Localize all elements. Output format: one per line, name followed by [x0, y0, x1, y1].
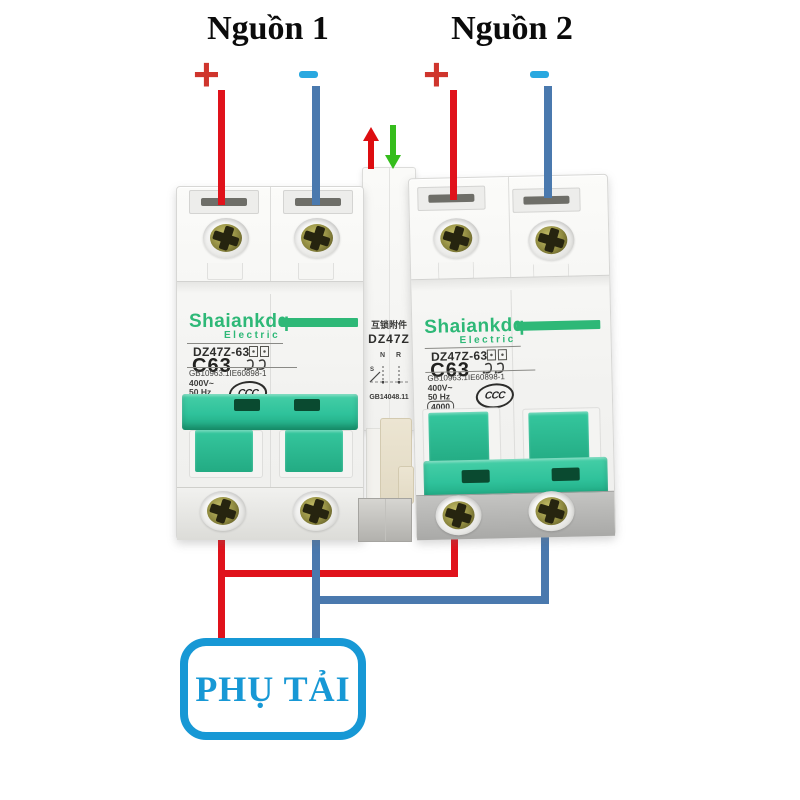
handle-slot: [461, 469, 490, 484]
terminal-screw-icon: [200, 491, 246, 531]
divider: [187, 367, 297, 368]
pole-seam: [270, 187, 271, 539]
breaker-right: Shaiankdq Electric DZ47Z-63 C63 GB10963.…: [407, 173, 617, 541]
toggle-stem: [195, 430, 253, 472]
wire-load-negative: [312, 533, 320, 645]
wire-breaker2-negative-down: [541, 528, 549, 604]
brand-subtext: Electric: [459, 333, 516, 347]
model-text: DZ47Z-63: [193, 345, 250, 359]
din-rail-stub: [358, 498, 412, 542]
plus-sign: +: [423, 48, 450, 100]
case-seam: [177, 281, 363, 294]
wire-source2-positive: [450, 90, 457, 200]
minus-sign: -: [530, 71, 549, 78]
wire-load-positive: [218, 533, 225, 643]
interlock-schematic-icon: S: [369, 366, 408, 384]
voltage-text: 400V~: [189, 378, 214, 388]
wire-source1-negative: [312, 86, 320, 205]
minus-sign: -: [299, 71, 318, 78]
wire-positive-bus: [218, 570, 458, 577]
load-label: PHỤ TẢI: [195, 669, 351, 709]
cert-marks-icon: [249, 346, 269, 357]
current-rating: C63: [192, 355, 232, 377]
terminal-clamp: [207, 263, 243, 280]
standard-text: GB10963.1IE60898-1: [189, 369, 267, 378]
interlock-standard: GB14048.11: [369, 394, 409, 401]
handle-slot: [294, 399, 320, 411]
terminal-n-label: N: [380, 352, 386, 359]
handle-bar-left: [182, 394, 358, 430]
breaker-left: Shaiankdq Electric DZ47Z-63 C63 GB10963.…: [176, 186, 364, 540]
brand-bar: [516, 319, 601, 331]
wire-source2-negative: [544, 86, 552, 198]
handle-slot: [551, 467, 580, 482]
standard-text: GB10963.1IE60898-1: [427, 372, 505, 383]
divider: [187, 343, 283, 344]
interlock-model: DZ47Z: [368, 332, 410, 346]
terminal-screw-icon: [293, 491, 339, 531]
toggle-stem: [428, 411, 490, 465]
terminal-clamp: [298, 263, 334, 280]
brand-bar: [281, 318, 358, 327]
wire-negative-bus: [312, 596, 549, 604]
source2-title: Nguồn 2: [451, 10, 573, 47]
interlock-name: 互锁附件: [370, 320, 407, 330]
frequency-text: 50 Hz: [189, 387, 212, 397]
load-box: PHỤ TẢI: [180, 638, 366, 740]
cert-marks-icon: [486, 349, 508, 361]
interlock-module: 互锁附件 DZ47Z N R S GB14048.11: [362, 167, 416, 431]
brand-subtext: Electric: [224, 330, 281, 341]
handle-slot: [234, 399, 260, 411]
up-arrow-icon: [363, 127, 379, 169]
down-arrow-icon: [385, 125, 401, 169]
svg-text:S: S: [370, 367, 374, 373]
plus-sign: +: [193, 48, 220, 100]
brand-text: Shaiankdq: [189, 311, 290, 332]
terminal-screw-icon: [203, 218, 249, 258]
trip-curve-glyph: [244, 359, 266, 371]
module-seam: [389, 168, 390, 430]
wire-source1-positive: [218, 90, 225, 205]
terminal-screw-icon: [527, 219, 575, 261]
toggle-stem: [285, 430, 343, 472]
trip-curve-glyph: [482, 362, 504, 374]
terminal-screw-icon: [432, 217, 480, 259]
wire-breaker2-positive-down: [451, 531, 458, 577]
source1-title: Nguồn 1: [207, 10, 329, 47]
terminal-screw-icon: [294, 218, 340, 258]
terminal-r-label: R: [396, 352, 402, 359]
ccc-logo: CCC: [474, 382, 516, 409]
